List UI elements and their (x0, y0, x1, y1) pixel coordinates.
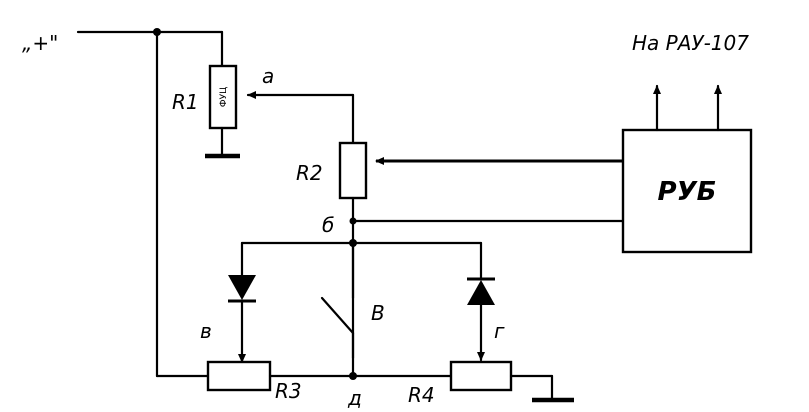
resistor-r3 (206, 360, 272, 392)
node-g-label: г (494, 319, 505, 343)
output-label: На РАУ-107 (632, 31, 749, 55)
node-d-label: д (347, 386, 362, 410)
r3-label: R3 (275, 379, 302, 403)
r2-label: R2 (296, 161, 323, 185)
diode-v-triangle (228, 275, 256, 300)
switch-blade (320, 296, 355, 335)
resistor-r4 (449, 360, 513, 392)
rub-label: РУБ (658, 177, 717, 207)
node-b-label: б (322, 213, 334, 237)
node-v-label: в (200, 319, 212, 343)
rub-block (621, 128, 753, 254)
r1-label: R1 (172, 90, 199, 114)
node-d-junction (349, 372, 357, 380)
diode-g-triangle (467, 280, 495, 305)
resistor-r2 (338, 141, 368, 200)
switch-label: В (371, 301, 385, 325)
node-a-label: а (262, 64, 274, 88)
r1-inner-label: ФУЦ (219, 87, 229, 107)
r4-label: R4 (408, 383, 435, 407)
plus-terminal-label: „+" (22, 31, 58, 55)
